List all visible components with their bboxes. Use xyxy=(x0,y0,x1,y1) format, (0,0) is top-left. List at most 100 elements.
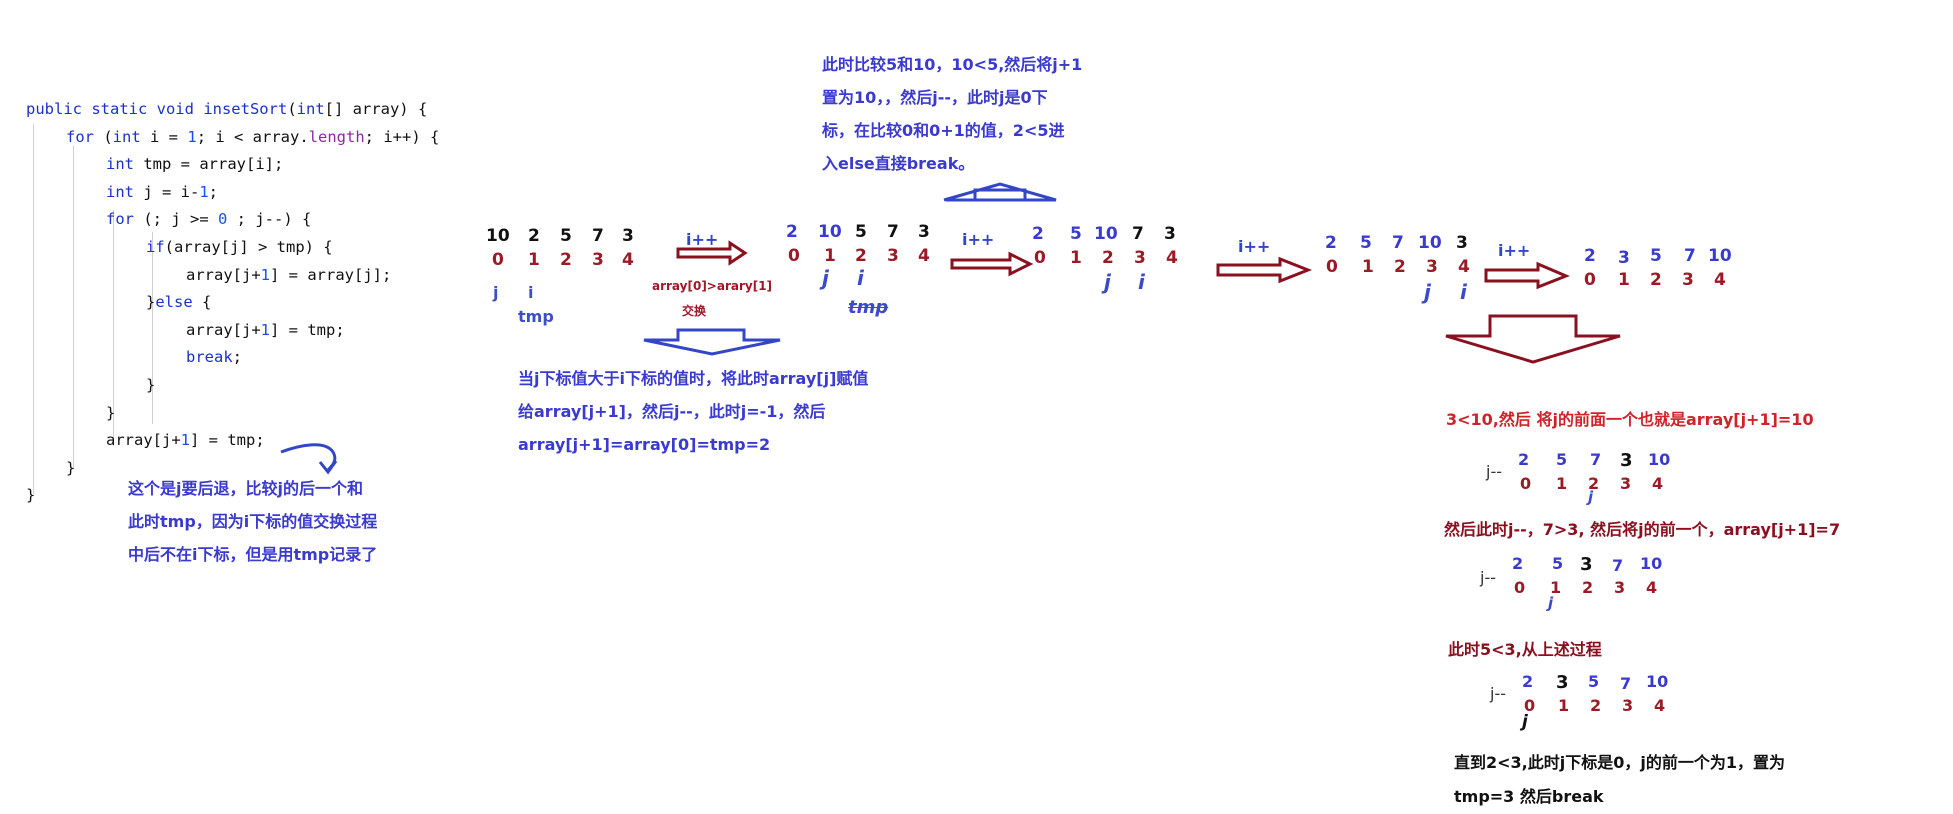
code-token: 1 xyxy=(180,431,190,450)
array-value: 5 xyxy=(855,222,867,242)
code-line: }else { xyxy=(146,293,211,311)
array-index: 4 xyxy=(918,246,930,266)
code-token: } xyxy=(146,376,156,394)
code-line: break; xyxy=(186,348,242,366)
code-token: else xyxy=(155,293,193,312)
detail-line-3: 此时5<3,从上述过程 xyxy=(1448,640,1602,659)
array-value: 2 xyxy=(528,226,540,246)
detail-line-2: 然后此时j--，7>3, 然后将j的前一个，array[j+1]=7 xyxy=(1444,520,1841,539)
array-value: 5 xyxy=(1070,224,1082,244)
code-token: } xyxy=(146,293,156,312)
array-value: 3 xyxy=(1618,248,1630,268)
code-token: } xyxy=(26,486,36,505)
array-index: 4 xyxy=(1654,696,1666,715)
array-index: 3 xyxy=(1622,696,1634,715)
code-line: } xyxy=(26,486,35,504)
code-token: ; i < array. xyxy=(196,127,309,146)
increment-label: i++ xyxy=(962,230,995,249)
array-value: 2 xyxy=(1584,246,1596,266)
code-token: i = xyxy=(140,127,188,146)
array-value: 3 xyxy=(1620,450,1633,471)
array-value: 10 xyxy=(1640,554,1663,573)
array-value: 7 xyxy=(592,226,604,246)
array-value: 3 xyxy=(1556,672,1569,693)
code-token: ] = tmp; xyxy=(190,431,265,450)
down-arrow-icon xyxy=(643,328,781,356)
explanation-line: 入else直接break。 xyxy=(822,154,975,173)
code-token: 1 xyxy=(260,320,270,339)
array-index: 2 xyxy=(1650,270,1662,290)
curved-arrow-head xyxy=(318,460,338,475)
pointer-j: j xyxy=(1522,712,1528,732)
array-value: 2 xyxy=(1512,554,1524,573)
pointer-j: j xyxy=(1588,488,1594,506)
array-value: 3 xyxy=(1164,224,1176,244)
code-token: for xyxy=(106,210,134,229)
code-token: tmp = array[i]; xyxy=(134,155,284,174)
explanation-line: 给array[j+1]，然后j--，此时j=-1，然后 xyxy=(518,402,826,421)
code-token: 1 xyxy=(199,182,209,201)
array-value: 5 xyxy=(1360,233,1372,253)
code-token: int xyxy=(106,182,134,201)
pointer-j: j xyxy=(822,266,829,290)
detail-line-4: 直到2<3,此时j下标是0，j的前一个为1，置为 tmp=3 然后break xyxy=(1454,746,1785,814)
code-token: public static void xyxy=(26,100,204,118)
code-token: int xyxy=(296,100,325,118)
pointer-i: i xyxy=(528,283,534,302)
array-value: 10 xyxy=(1094,224,1118,244)
code-token: ] = array[j]; xyxy=(270,265,392,284)
array-value: 10 xyxy=(1648,450,1671,469)
array-value: 10 xyxy=(1646,672,1669,691)
code-token: length xyxy=(308,127,365,146)
array-value: 10 xyxy=(1418,233,1442,253)
code-token: 1 xyxy=(187,127,197,146)
code-token: ( xyxy=(94,127,113,146)
right-arrow-icon xyxy=(676,240,748,266)
array-index: 4 xyxy=(622,250,634,270)
code-line: } xyxy=(146,376,155,394)
array-value: 3 xyxy=(622,226,634,246)
code-line: int j = i-1; xyxy=(106,183,218,201)
curved-arrow xyxy=(280,443,337,472)
pointer-i: i xyxy=(1138,270,1145,294)
up-arrow-icon xyxy=(943,182,1057,202)
decrement-label: j-- xyxy=(1490,684,1506,703)
code-token: if xyxy=(146,238,165,256)
array-value: 7 xyxy=(1590,450,1602,469)
code-token: } xyxy=(106,403,116,422)
explanation-line: 置为10，，然后j--，此时j是0下 xyxy=(822,88,1048,107)
code-token: ] = tmp; xyxy=(270,320,345,339)
array-index: 1 xyxy=(1362,257,1374,277)
array-index: 0 xyxy=(1034,248,1046,268)
array-index: 3 xyxy=(1682,270,1694,290)
conclusion-line: tmp=3 然后break xyxy=(1454,787,1604,806)
array-index: 1 xyxy=(528,250,540,270)
array-index: 2 xyxy=(1588,474,1600,493)
decrement-label: j-- xyxy=(1486,462,1502,481)
array-index: 3 xyxy=(592,250,604,270)
array-value: 2 xyxy=(1325,233,1337,253)
code-line: array[j+1] = array[j]; xyxy=(186,266,391,284)
array-value: 5 xyxy=(1552,554,1564,573)
increment-label: i++ xyxy=(686,230,719,249)
code-line: array[j+1] = tmp; xyxy=(186,321,345,339)
array-value: 7 xyxy=(1392,233,1404,253)
down-arrow-icon xyxy=(1445,314,1621,364)
code-token: int xyxy=(112,127,141,146)
code-token: ( xyxy=(287,100,297,118)
array-index: 4 xyxy=(1166,248,1178,268)
array-index: 2 xyxy=(1582,578,1594,597)
code-token: ; xyxy=(232,348,243,367)
array-value: 5 xyxy=(560,226,572,246)
array-index: 4 xyxy=(1714,270,1726,290)
array-index: 4 xyxy=(1646,578,1658,597)
pointer-i: i xyxy=(857,266,864,290)
pointer-j: j xyxy=(493,283,499,302)
code-token: (; j >= xyxy=(134,210,218,229)
decrement-label: j-- xyxy=(1480,568,1496,587)
array-value: 7 xyxy=(887,222,899,242)
pointer-j: j xyxy=(1424,280,1431,304)
code-annotation: 这个是j要后退，比较j的后一个和 此时tmp，因为i下标的值交换过程 中后不在i… xyxy=(128,472,377,571)
array-value: 7 xyxy=(1684,246,1696,266)
